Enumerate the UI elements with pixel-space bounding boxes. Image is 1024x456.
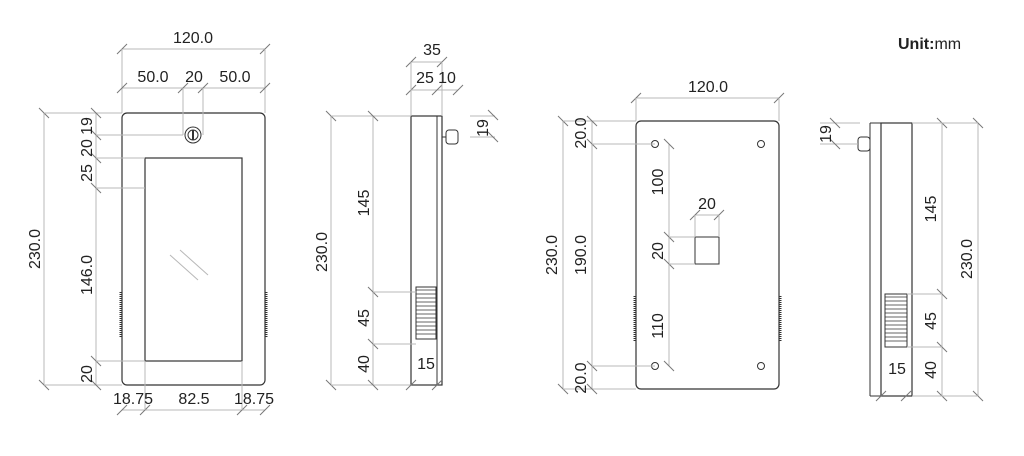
front-top25-label: 25 (79, 164, 96, 182)
front-seg-left-label: 50.0 (137, 69, 168, 86)
unit-label: Unit:mm (898, 36, 961, 53)
front-seg-right-label: 50.0 (219, 69, 250, 86)
back-upper100-label: 100 (650, 169, 667, 196)
right-lower40-label: 40 (923, 361, 940, 379)
front-bottom-mid-label: 82.5 (178, 391, 209, 408)
back-bottom20-label: 20.0 (573, 362, 590, 393)
side-view: 35 25 10 19 230.0 145 45 40 1 (314, 42, 499, 391)
back-top20-label: 20.0 (573, 117, 590, 148)
side-upper145-label: 145 (356, 190, 373, 217)
back-holes190-label: 190.0 (573, 235, 590, 275)
side-grille (415, 286, 437, 340)
right-upper145-label: 145 (923, 196, 940, 223)
back-width-label: 120.0 (688, 79, 728, 96)
back-height-label: 230.0 (544, 235, 561, 275)
front-bottom-right-label: 18.75 (234, 391, 274, 408)
right-side-body (880, 122, 913, 397)
front-view: 120.0 50.0 20 50.0 230.0 19 20 25 146.0 (27, 30, 274, 416)
back-center20h-label: 20 (650, 242, 667, 260)
back-center-box (694, 236, 720, 265)
front-top20-label: 20 (79, 139, 96, 157)
right-knob19-label: 19 (818, 125, 835, 143)
back-view: 120.0 20 100 20 110 230.0 20.0 19 (544, 79, 785, 395)
front-top19-label: 19 (79, 117, 96, 135)
side-depth-10-label: 10 (438, 70, 456, 87)
mount-hole-bottom-right (757, 362, 765, 370)
right-height-label: 230.0 (959, 239, 976, 279)
right-side-view: 19 145 45 40 230.0 15 (818, 117, 984, 402)
back-lower110-label: 110 (650, 313, 667, 339)
key-lock-icon (184, 126, 202, 144)
front-screen146-label: 146.0 (79, 255, 96, 295)
front-width-label: 120.0 (173, 30, 213, 47)
front-screen (144, 157, 243, 362)
unit-label-rest: mm (934, 36, 961, 53)
side-height-label: 230.0 (314, 232, 331, 272)
side-bottom15-label: 15 (417, 356, 435, 373)
side-depth-total-label: 35 (423, 42, 441, 59)
side-knob (445, 129, 459, 145)
mount-hole-top-right (757, 140, 765, 148)
unit-label-bold: Unit: (898, 36, 934, 53)
right-side-grille (884, 293, 908, 348)
side-lower40-label: 40 (356, 355, 373, 373)
side-grille45-label: 45 (356, 309, 373, 327)
side-depth-25-label: 25 (416, 70, 434, 87)
right-bottom15-label: 15 (888, 361, 906, 378)
front-bottom-left-label: 18.75 (113, 391, 153, 408)
front-seg-mid-label: 20 (185, 69, 203, 86)
front-height-label: 230.0 (27, 229, 44, 269)
side-knob19-label: 19 (475, 119, 492, 137)
right-side-knob (857, 136, 871, 152)
back-center20w-label: 20 (698, 196, 716, 213)
front-bottom20-label: 20 (79, 365, 96, 383)
right-grille45-label: 45 (923, 312, 940, 330)
back-body (635, 120, 780, 390)
